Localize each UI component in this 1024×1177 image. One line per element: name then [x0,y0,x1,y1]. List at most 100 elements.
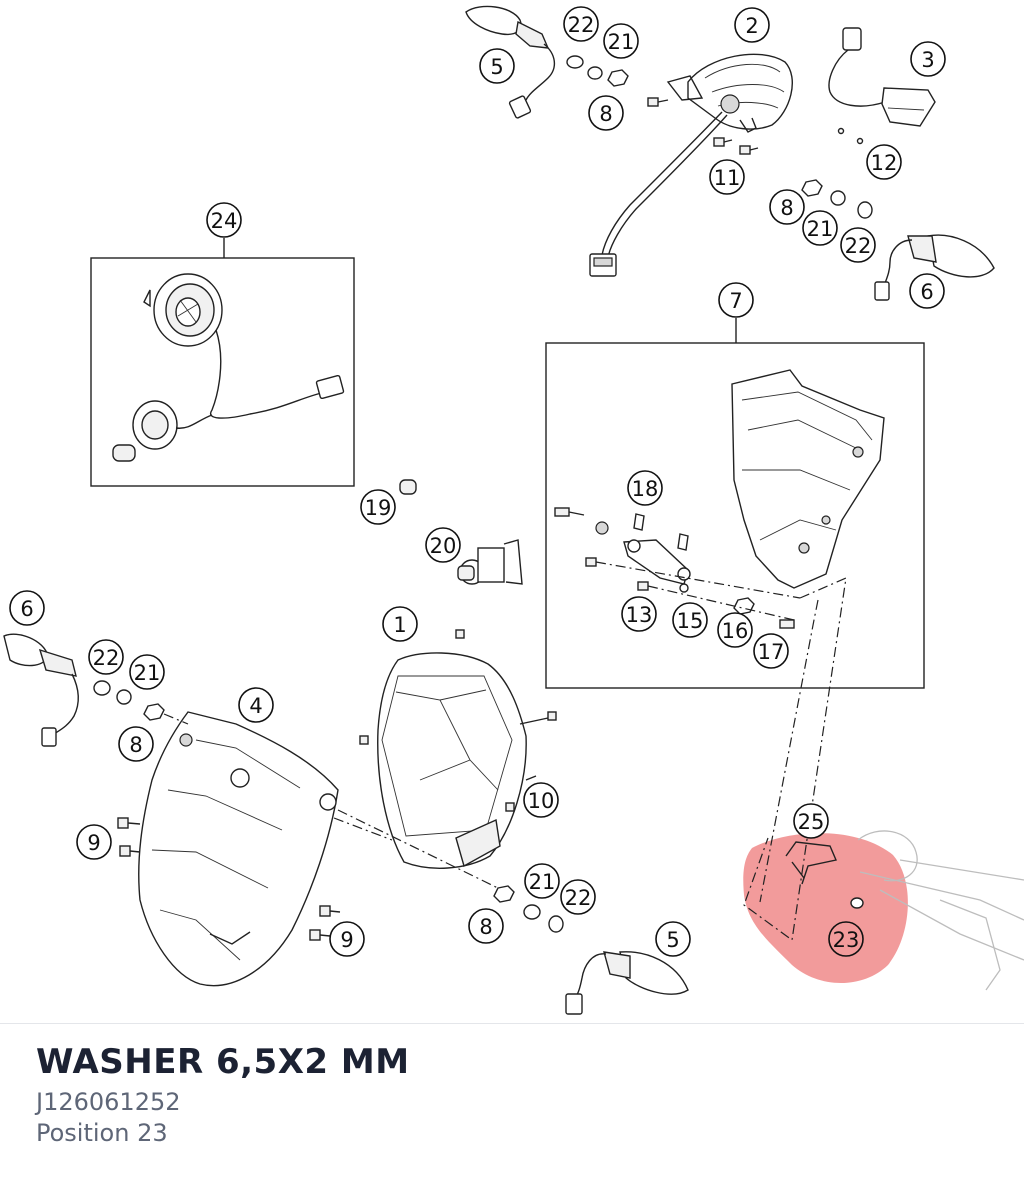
callout-21-bottom[interactable]: 21 [524,863,560,899]
callout-circle [9,590,45,626]
callout-25[interactable]: 25 [793,803,829,839]
callout-label: 19 [365,496,392,520]
callout-circle [718,282,754,318]
part-7-bracket [554,369,885,629]
callout-label: 5 [490,55,503,79]
callout-circle [563,6,599,42]
divider [0,1023,1024,1024]
callout-9-upper[interactable]: 9 [76,824,112,860]
part-5-bottom-turn-signal [493,885,689,1015]
callout-9-lower[interactable]: 9 [329,921,365,957]
part-3-plate-light [828,27,936,145]
callout-label: 8 [479,915,492,939]
callout-label: 23 [833,928,860,952]
callout-circle [909,273,945,309]
callout-circle [206,202,242,238]
callout-circle [717,612,753,648]
callout-circle [866,144,902,180]
callout-21-right[interactable]: 21 [802,210,838,246]
callout-circle [793,803,829,839]
callout-circle [627,470,663,506]
callout-circle [360,489,396,525]
callout-circle [329,921,365,957]
callout-8-top[interactable]: 8 [588,95,624,131]
callout-label: 22 [565,886,592,910]
part-24-socket-harness [112,273,345,462]
part-11-screws [647,97,759,155]
callout-label: 5 [666,928,679,952]
callout-11[interactable]: 11 [709,159,745,195]
callout-label: 8 [129,733,142,757]
callout-label: 4 [249,694,262,718]
callout-circle [129,654,165,690]
callout-label: 22 [845,234,872,258]
callout-8-right[interactable]: 8 [769,189,805,225]
callout-1[interactable]: 1 [382,606,418,642]
callout-24[interactable]: 24 [206,202,242,238]
callout-label: 9 [340,928,353,952]
callout-circle [238,687,274,723]
callout-label: 15 [677,609,704,633]
callout-label: 17 [758,640,785,664]
highlight-area [743,833,908,984]
part-2-tail-light [589,53,793,277]
callout-label: 18 [632,477,659,501]
callout-circle [425,527,461,563]
callout-4[interactable]: 4 [238,687,274,723]
callout-label: 6 [920,280,933,304]
callout-label: 21 [608,30,635,54]
callout-22-left[interactable]: 22 [88,639,124,675]
part-6-right-turn-signal [801,179,995,301]
callout-label: 22 [568,13,595,37]
callout-label: 24 [211,209,238,233]
callout-circle [828,921,864,957]
callout-circle [88,639,124,675]
callout-5-bottom[interactable]: 5 [655,921,691,957]
callout-3[interactable]: 3 [910,41,946,77]
callout-label: 6 [20,597,33,621]
callout-21-top[interactable]: 21 [603,23,639,59]
callout-10[interactable]: 10 [523,782,559,818]
callout-label: 20 [430,534,457,558]
callout-21-left[interactable]: 21 [129,654,165,690]
callout-13[interactable]: 13 [621,596,657,632]
callout-17[interactable]: 17 [753,633,789,669]
part-title: WASHER 6,5X2 MM [36,1042,410,1082]
callout-circle [468,908,504,944]
callout-label: 8 [599,102,612,126]
part-23-washer [850,897,864,909]
callout-circle [588,95,624,131]
callout-8-left[interactable]: 8 [118,726,154,762]
callout-label: 8 [780,196,793,220]
callout-6-right[interactable]: 6 [909,273,945,309]
callout-2[interactable]: 2 [734,7,770,43]
callout-19[interactable]: 19 [360,489,396,525]
callout-circle [479,48,515,84]
callout-8-bottom[interactable]: 8 [468,908,504,944]
callout-23[interactable]: 23 [828,921,864,957]
callout-circle [560,879,596,915]
group-box-24 [90,257,355,487]
callout-22-top[interactable]: 22 [563,6,599,42]
callout-20[interactable]: 20 [425,527,461,563]
part-19-bulb [399,479,417,495]
callout-18[interactable]: 18 [627,470,663,506]
callout-circle [910,41,946,77]
callout-6-left[interactable]: 6 [9,590,45,626]
callout-label: 12 [871,151,898,175]
callout-12[interactable]: 12 [866,144,902,180]
callout-22-bottom[interactable]: 22 [560,879,596,915]
callout-7[interactable]: 7 [718,282,754,318]
callout-16[interactable]: 16 [717,612,753,648]
part-6-left-turn-signal [3,633,189,747]
part-4-front-mask [138,711,503,987]
callout-5-top[interactable]: 5 [479,48,515,84]
part-20-headlight-bulb [457,539,523,585]
callout-label: 9 [87,831,100,855]
callout-label: 2 [745,14,758,38]
part-1-headlight [359,629,557,869]
callout-15[interactable]: 15 [672,602,708,638]
callout-22-right[interactable]: 22 [840,227,876,263]
part-5-top-turn-signal [465,5,629,119]
callout-label: 21 [807,217,834,241]
